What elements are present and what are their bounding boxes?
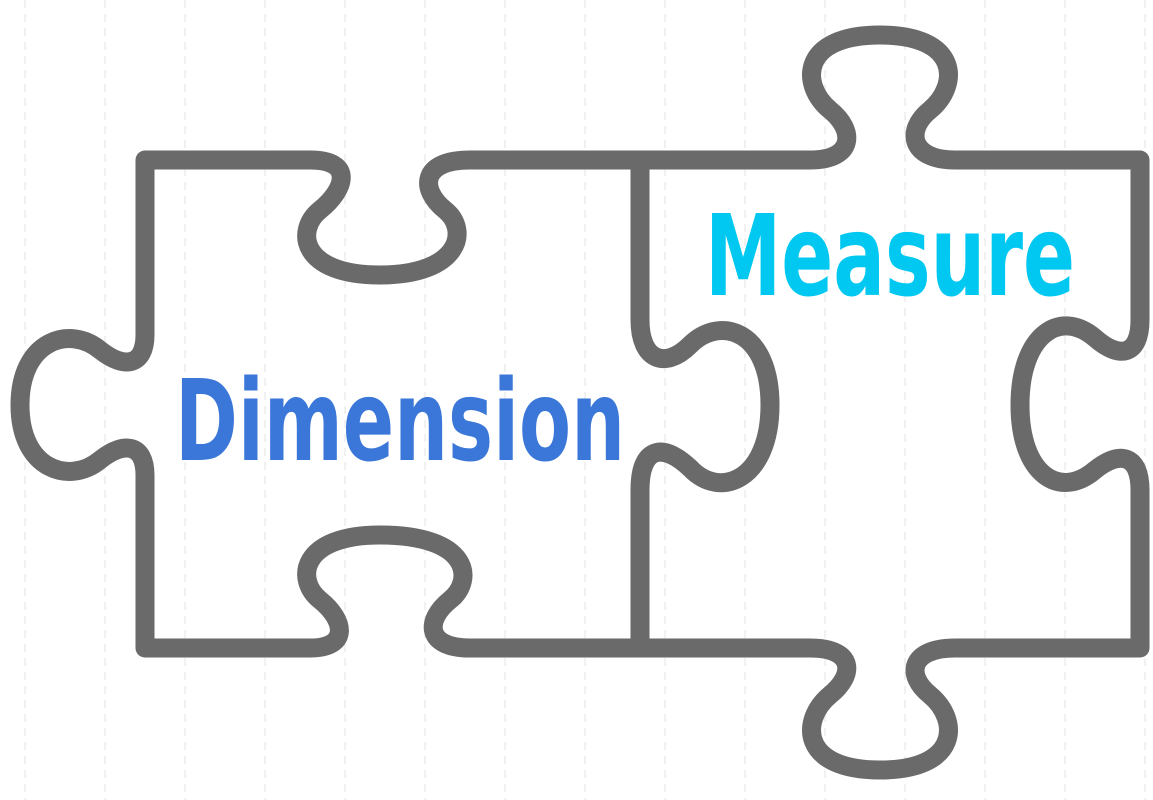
puzzle-piece-right xyxy=(630,25,1150,780)
dimension-label: Dimension xyxy=(175,357,625,487)
puzzle-piece-left xyxy=(10,150,780,658)
background-guides xyxy=(24,0,1146,800)
measure-label: Measure xyxy=(705,192,1075,322)
